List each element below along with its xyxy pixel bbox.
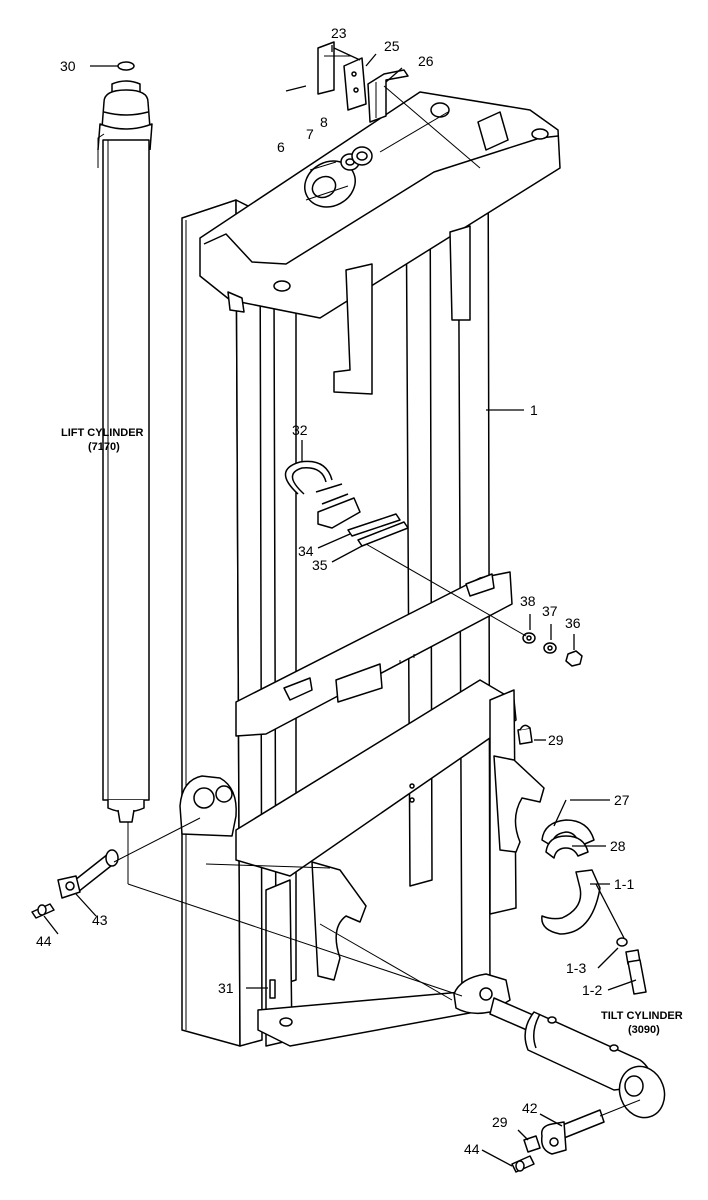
callout-1-3: 1-3 — [566, 960, 586, 976]
callout-1-2: 1-2 — [582, 982, 602, 998]
washers-7-8 — [340, 146, 373, 171]
callout-32: 32 — [292, 422, 308, 438]
inner-carriage — [235, 571, 513, 737]
pad-33 — [317, 497, 361, 529]
grease-nipple-29-upper — [517, 724, 533, 745]
callout-29-upper: 29 — [548, 732, 564, 748]
fork-cap-1-1 — [541, 869, 601, 935]
callout-43: 43 — [92, 912, 108, 928]
bushing-27-28 — [541, 819, 595, 859]
callout-34: 34 — [298, 543, 314, 559]
callout-7: 7 — [306, 126, 314, 142]
leader-lines — [43, 45, 641, 1167]
pin-31 — [269, 979, 276, 999]
lift-cylinder: LIFT CYLINDER (7170) — [61, 61, 153, 823]
callout-25: 25 — [384, 38, 400, 54]
lift-cylinder-title: LIFT CYLINDER — [61, 427, 144, 439]
callout-37: 37 — [542, 603, 558, 619]
callout-6: 6 — [277, 139, 285, 155]
fasteners-36-37-38 — [522, 632, 583, 667]
tilt-cylinder: TILT CYLINDER (3090) — [453, 973, 683, 1119]
callout-23: 23 — [331, 25, 347, 41]
bolt-44-left — [31, 903, 55, 919]
callout-31: 31 — [218, 980, 234, 996]
callout-8: 8 — [320, 114, 328, 130]
brackets-23-25-26 — [317, 41, 481, 169]
callout-44-left: 44 — [36, 933, 52, 949]
callout-42: 42 — [522, 1100, 538, 1116]
callout-1: 1 — [530, 402, 538, 418]
callout-35: 35 — [312, 557, 328, 573]
callout-44-right: 44 — [464, 1141, 480, 1157]
hose-band-32 — [284, 460, 349, 505]
lift-cylinder-code: (7170) — [88, 441, 120, 453]
top-crosshead — [199, 91, 561, 395]
callout-38: 38 — [520, 593, 536, 609]
pin-43 — [57, 849, 119, 899]
callout-29-lower: 29 — [492, 1114, 508, 1130]
callout-labels: 30 23 25 26 8 7 6 1 32 34 35 38 37 36 29… — [36, 25, 634, 1157]
tilt-cylinder-code: (3090) — [628, 1024, 660, 1036]
callout-28: 28 — [610, 838, 626, 854]
callout-1-1: 1-1 — [614, 876, 634, 892]
bolt-1-2-washer-1-3 — [616, 937, 647, 995]
callout-36: 36 — [565, 615, 581, 631]
shims-34-35 — [347, 513, 409, 547]
tilt-cylinder-title: TILT CYLINDER — [601, 1010, 683, 1022]
tilt-pin-42 — [540, 1109, 605, 1155]
bolt-44-right — [511, 1155, 535, 1173]
roller-bearing-6 — [304, 160, 356, 208]
callout-27: 27 — [614, 792, 630, 808]
callout-26: 26 — [418, 53, 434, 69]
callout-30: 30 — [60, 58, 76, 74]
